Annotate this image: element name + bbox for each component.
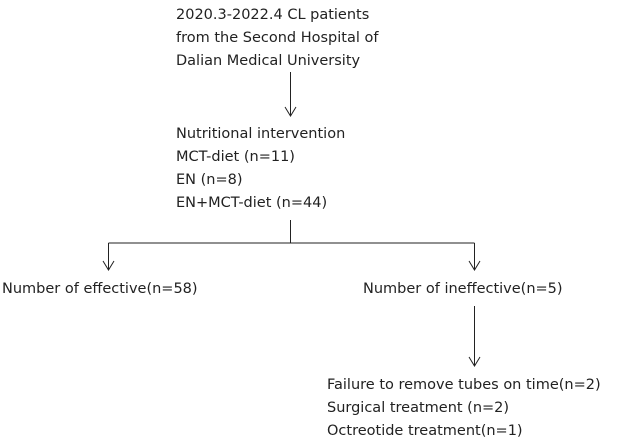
arrow-ineffective-to-details <box>468 306 481 367</box>
detail-surgical-treatment: Surgical treatment (n=2) <box>327 400 510 416</box>
detail-failure-remove-tubes: Failure to remove tubes on time(n=2) <box>327 377 601 393</box>
arrow-source-to-intervention <box>284 72 297 117</box>
detail-octreotide-treatment: Octreotide treatment(n=1) <box>327 423 523 439</box>
intervention-en: EN (n=8) <box>176 172 243 188</box>
ineffective-outcome: Number of ineffective(n=5) <box>363 281 563 297</box>
source-block: 2020.3-2022.4 CL patients from the Secon… <box>176 4 378 73</box>
intervention-mct-diet: MCT-diet (n=11) <box>176 149 295 165</box>
arrow-to-effective <box>102 243 115 271</box>
effective-outcome: Number of effective(n=58) <box>2 281 198 297</box>
intervention-en-mct-diet: EN+MCT-diet (n=44) <box>176 195 328 211</box>
source-line-3: Dalian Medical University <box>176 53 361 69</box>
source-line-1: 2020.3-2022.4 CL patients <box>176 7 370 23</box>
intervention-block: Nutritional intervention MCT-diet (n=11)… <box>176 123 345 215</box>
intervention-title: Nutritional intervention <box>176 126 346 142</box>
source-line-2: from the Second Hospital of <box>176 30 379 46</box>
ineffective-details-block: Failure to remove tubes on time(n=2) Sur… <box>327 374 601 443</box>
arrow-to-ineffective <box>468 243 481 271</box>
branch-connector <box>108 220 475 244</box>
